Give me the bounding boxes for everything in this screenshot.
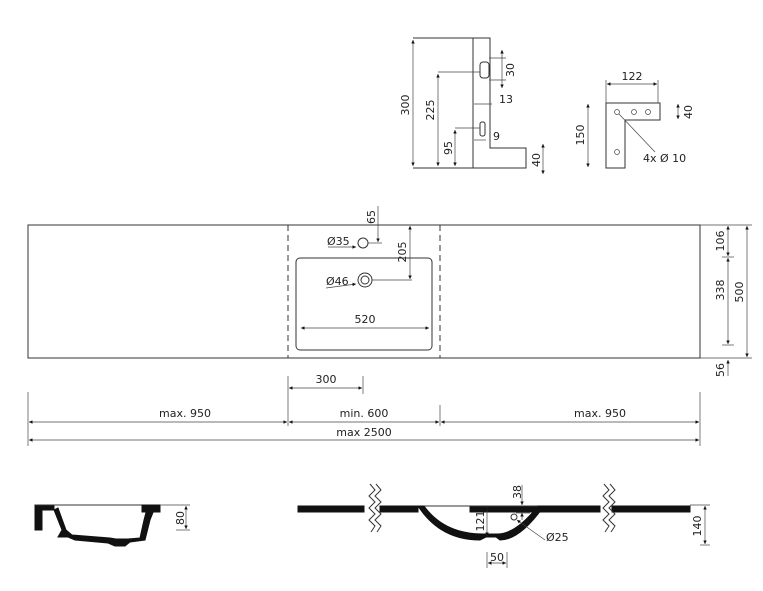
corner-bracket-view: 122 150 40 4x Ø 10 <box>574 70 695 169</box>
dim-122: 122 <box>622 70 643 83</box>
screw-hole-icon <box>614 109 651 155</box>
dim-40-arm: 40 <box>682 105 695 119</box>
dim-338: 338 <box>714 280 727 301</box>
dim-9: 9 <box>493 130 500 143</box>
dim-80: 80 <box>174 511 187 525</box>
dim-106: 106 <box>714 231 727 252</box>
side-view: 80 <box>34 504 190 547</box>
dim-150: 150 <box>574 125 587 146</box>
dim-56: 56 <box>714 363 727 377</box>
dim-225: 225 <box>424 100 437 121</box>
dim-121: 121 <box>474 511 487 532</box>
dim-300: 300 <box>399 95 412 116</box>
dim-500: 500 <box>733 282 746 303</box>
dim-mid-min: min. 600 <box>340 407 389 420</box>
break-line-icon <box>602 483 616 533</box>
top-view: Ø35 Ø46 65 205 520 106 338 56 500 <box>27 206 752 377</box>
dim-right-max: max. 950 <box>574 407 626 420</box>
wall-bracket-view: 300 225 30 13 95 9 40 <box>399 37 545 174</box>
break-line-icon <box>368 483 382 533</box>
dim-300-center: 300 <box>316 373 337 386</box>
dim-205: 205 <box>396 242 409 263</box>
width-dimensions: 300 max. 950 min. 600 max. 950 max 2500 <box>27 373 701 446</box>
section-view: 121 38 Ø25 50 140 <box>297 483 710 568</box>
holes-label: 4x Ø 10 <box>643 152 686 165</box>
dim-30: 30 <box>504 63 517 77</box>
dim-95: 95 <box>442 141 455 155</box>
dim-38: 38 <box>511 485 524 499</box>
tap-hole-label: Ø35 <box>327 235 350 248</box>
dim-13: 13 <box>499 93 513 106</box>
overflow-label: Ø25 <box>546 531 569 544</box>
dim-40-foot: 40 <box>530 153 543 167</box>
dim-140: 140 <box>691 516 704 537</box>
drain-label: Ø46 <box>326 275 349 288</box>
dim-65: 65 <box>365 210 378 224</box>
dim-total-max: max 2500 <box>336 426 391 439</box>
dim-left-max: max. 950 <box>159 407 211 420</box>
dim-50: 50 <box>490 551 504 564</box>
dim-520: 520 <box>355 313 376 326</box>
